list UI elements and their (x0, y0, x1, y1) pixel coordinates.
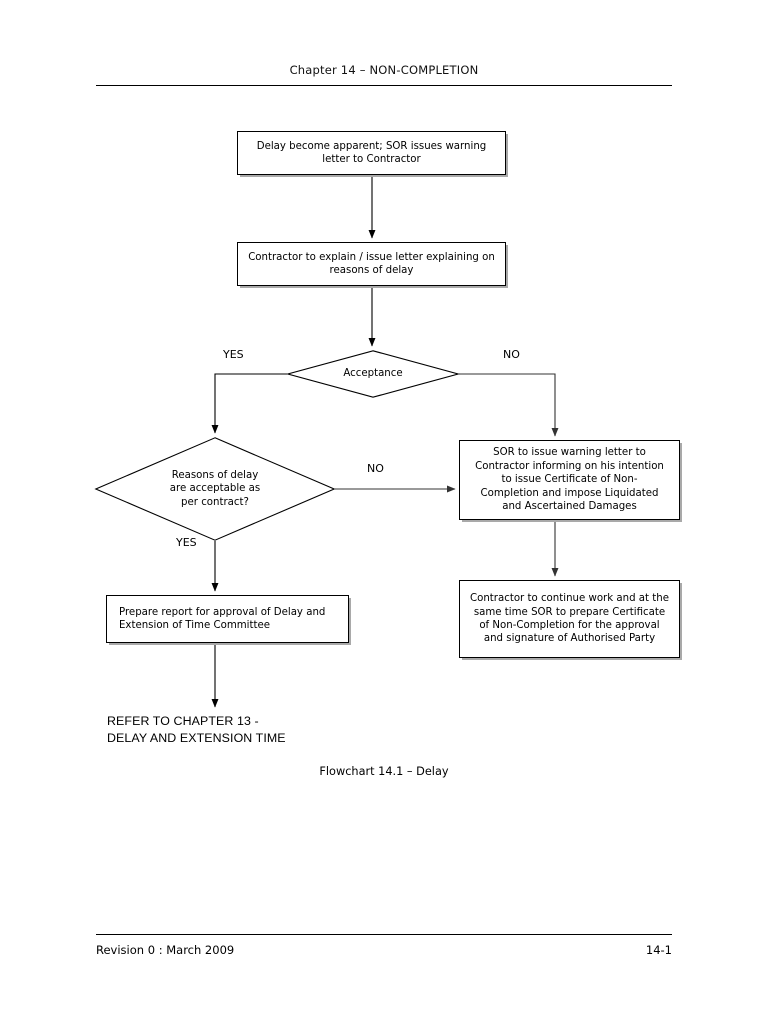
header-divider (96, 85, 672, 86)
flow-node-refer-chapter-13: REFER TO CHAPTER 13 - DELAY AND EXTENSIO… (107, 714, 286, 745)
flow-node-contractor-continue: Contractor to continue work and at the s… (459, 580, 680, 658)
reasons-decision-label: Reasons of delay are acceptable as per c… (169, 470, 261, 508)
branch-label-reasons-yes: YES (176, 536, 197, 549)
flow-node-contractor-explain: Contractor to explain / issue letter exp… (237, 242, 506, 286)
flow-node-acceptance-decision: Acceptance (285, 350, 461, 398)
footer-revision: Revision 0 : March 2009 (96, 943, 235, 957)
flow-node-sor-intention: SOR to issue warning letter to Contracto… (459, 440, 680, 520)
branch-label-reasons-no: NO (367, 462, 384, 475)
branch-label-acceptance-yes: YES (223, 348, 244, 361)
flowchart-caption: Flowchart 14.1 – Delay (319, 765, 449, 778)
acceptance-decision-label: Acceptance (343, 368, 403, 380)
footer-divider (96, 934, 672, 935)
flow-node-prepare-report: Prepare report for approval of Delay and… (106, 595, 349, 643)
flow-node-warning-letter: Delay become apparent; SOR issues warnin… (237, 131, 506, 175)
branch-label-acceptance-no: NO (503, 348, 520, 361)
flow-node-reasons-decision: Reasons of delay are acceptable as per c… (94, 437, 336, 541)
page-header-title: Chapter 14 – NON-COMPLETION (289, 63, 479, 77)
footer-page-number: 14-1 (645, 943, 672, 957)
